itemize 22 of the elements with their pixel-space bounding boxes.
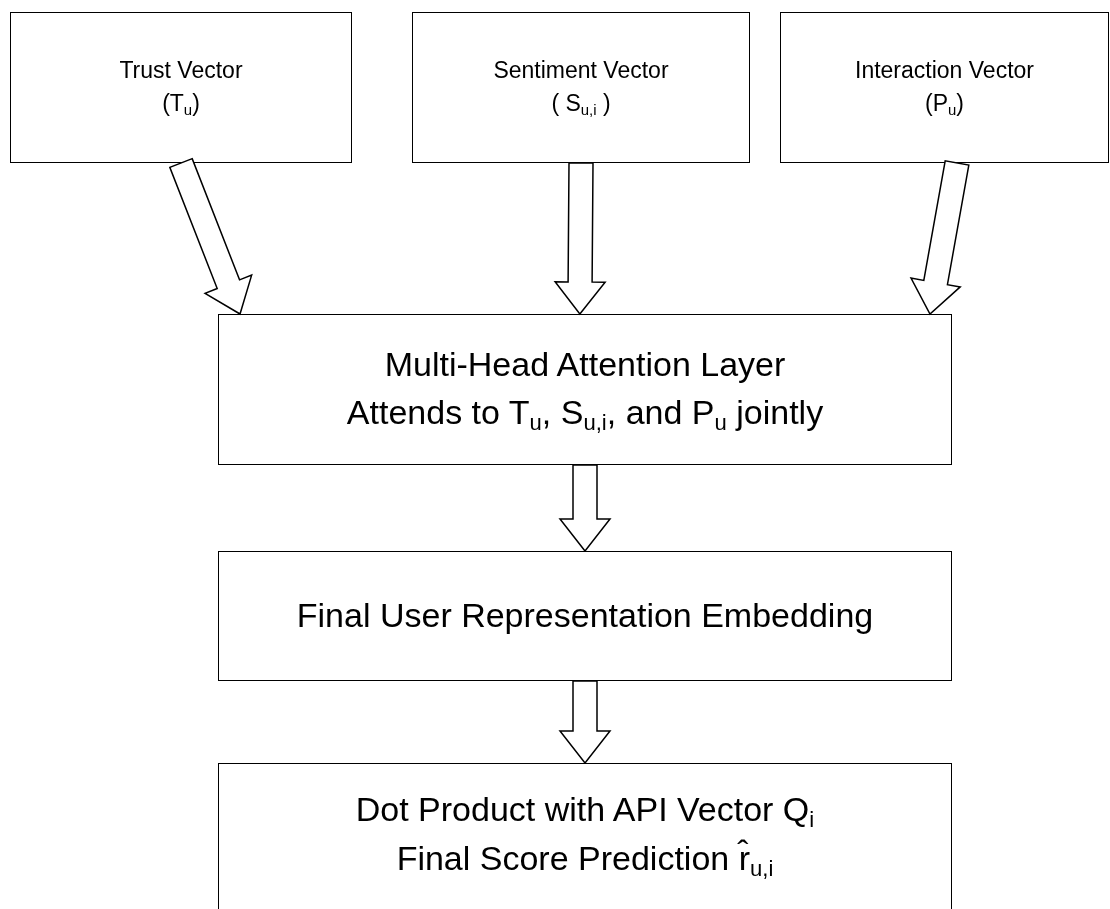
box-text: Attends to T$_{u}$, S$_{u,i}$, and P$_{u}$ jointly [346, 391, 824, 437]
process-box [412, 12, 750, 163]
process-box [10, 12, 352, 163]
block-arrow [558, 464, 612, 553]
process-box [780, 12, 1109, 163]
box-title: Dot Product with API Vector Q$_{i}$ [355, 789, 815, 834]
block-arrow [553, 162, 607, 316]
box-title: Trust Vector [119, 56, 243, 86]
process-box [218, 763, 952, 909]
box-title: Sentiment Vector [493, 56, 669, 86]
block-arrow [558, 680, 612, 765]
box-text: Final Score Prediction r̂$_{u,i}$ [396, 838, 774, 883]
box-text: (P$_{u}$) [925, 89, 964, 121]
box-title: Multi-Head Attention Layer [384, 344, 786, 385]
process-box [218, 314, 952, 465]
process-box [218, 551, 952, 681]
box-text: ( S$_{u,i}$ ) [551, 89, 611, 121]
box-text: (T$_{u}$) [162, 89, 200, 121]
block-arrow [168, 157, 253, 316]
box-title: Final User Representation Embedding [296, 595, 874, 637]
box-title: Interaction Vector [855, 56, 1034, 86]
block-arrow [909, 160, 970, 316]
